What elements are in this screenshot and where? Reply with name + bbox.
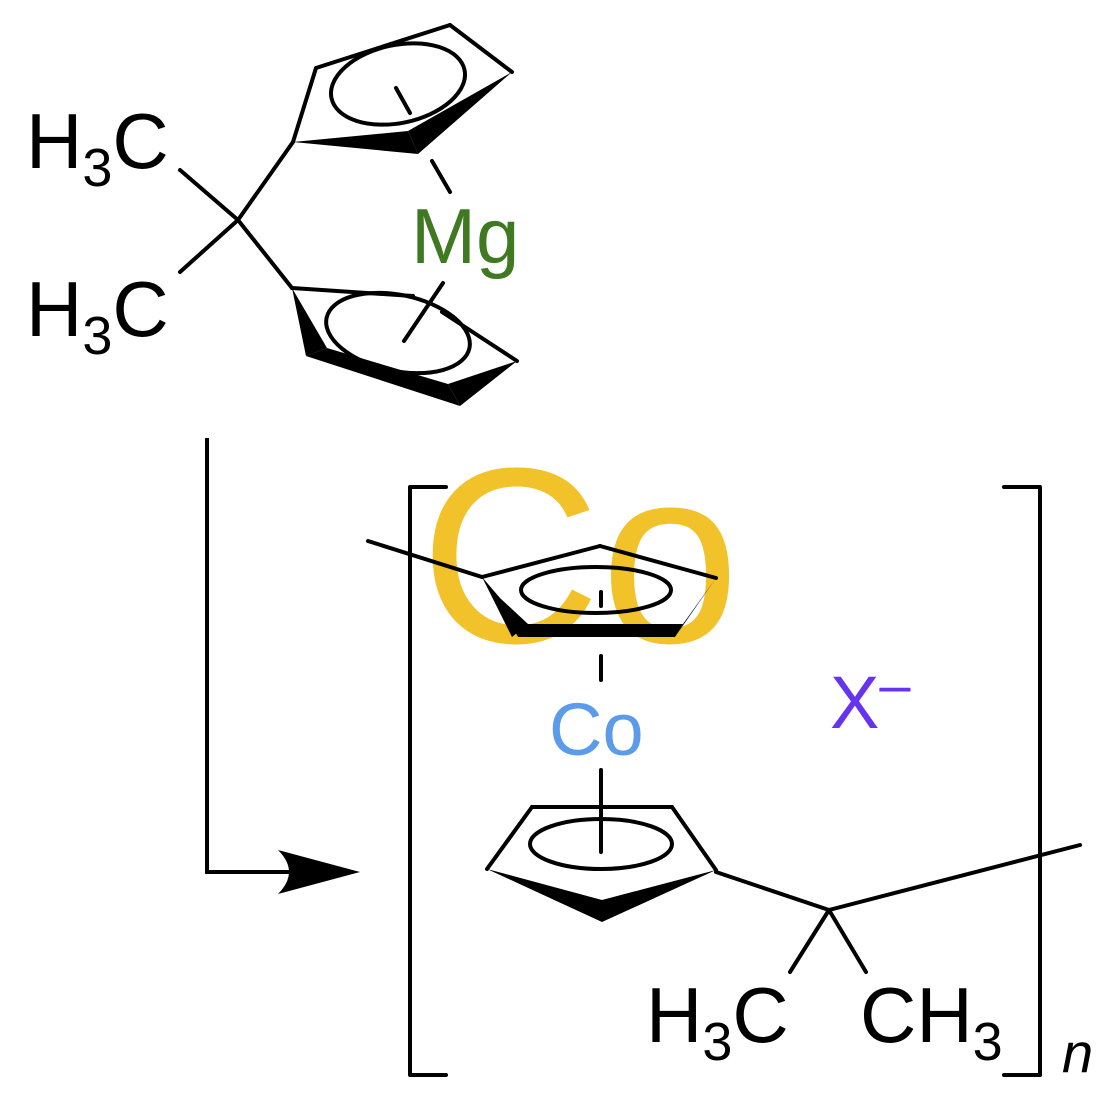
bent-arrow-icon xyxy=(205,438,360,894)
bridge-bond-top xyxy=(236,140,295,222)
bottom-cp-ring xyxy=(290,281,519,406)
bottom-cp-ring-product xyxy=(485,805,718,922)
methyl-label-bottom: H3C xyxy=(26,265,169,366)
methyl-label-right-product: CH3 xyxy=(860,971,1003,1072)
methyl-label-top: H3C xyxy=(26,97,169,198)
left-bracket xyxy=(408,485,448,1077)
methyl-label-left-product: H3C xyxy=(646,971,789,1072)
watermark-co-text: Co xyxy=(420,416,740,695)
methyl-bond-bottom xyxy=(178,218,240,274)
repeat-index-n: n xyxy=(1062,1021,1093,1084)
right-bracket xyxy=(1002,485,1042,1077)
magnesium-label: Mg xyxy=(411,192,519,280)
cobalt-label: Co xyxy=(549,688,644,771)
top-cp-ring xyxy=(291,23,514,194)
methyl-bond-top xyxy=(178,168,240,222)
bridge-bond-bottom xyxy=(236,218,294,290)
product-molecule xyxy=(366,485,1082,1077)
counterion-label: X– xyxy=(830,653,911,744)
top-cp-ring-product xyxy=(366,539,718,682)
reactant-molecule xyxy=(178,23,519,406)
